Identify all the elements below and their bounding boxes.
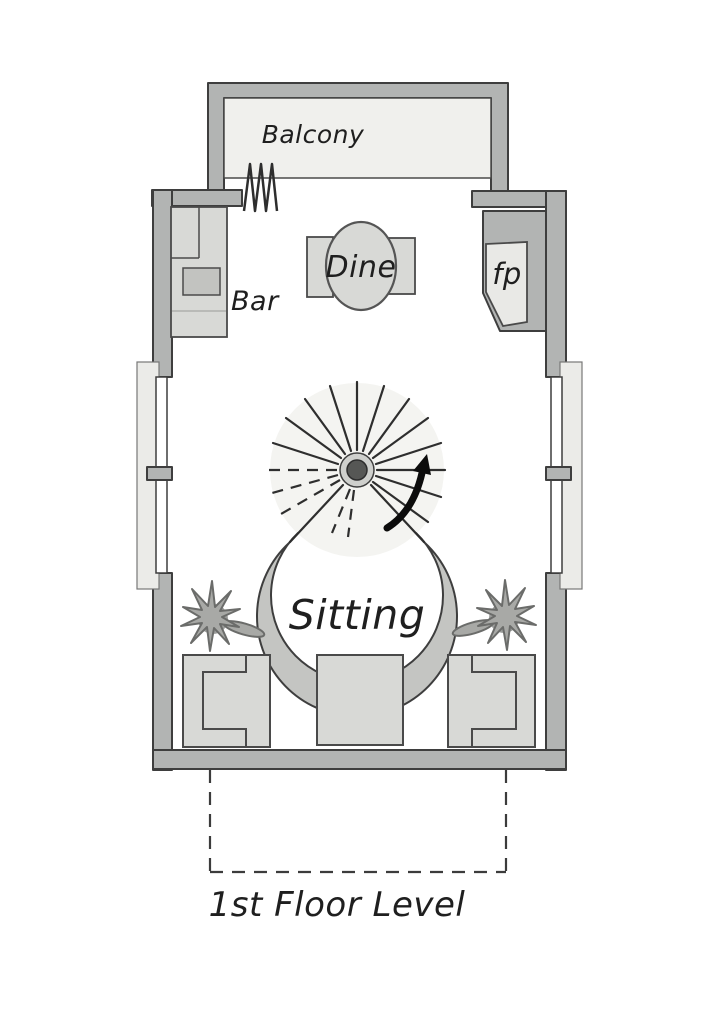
stair-center-post xyxy=(346,459,368,481)
fireplace: fp xyxy=(482,210,547,332)
armchair-left xyxy=(182,654,271,748)
balcony-floor xyxy=(223,97,492,179)
stair-arrow-head xyxy=(413,454,431,475)
balcony-label: Balcony xyxy=(262,120,365,149)
bar-area: Bar xyxy=(170,206,280,338)
dine-label: Dine xyxy=(326,250,397,285)
bar-label: Bar xyxy=(231,286,280,317)
armchair-left-back xyxy=(202,656,247,746)
bar-sink xyxy=(182,267,221,296)
window-left xyxy=(136,361,173,590)
stair-arrow-shaft xyxy=(383,469,426,532)
stair-treads xyxy=(271,380,447,544)
sitting-area: Sitting xyxy=(180,579,537,748)
wall-left-upper xyxy=(152,189,173,378)
plant-left-icon xyxy=(180,580,267,652)
wall-left-lower xyxy=(152,572,173,771)
window-left-mullion xyxy=(146,466,173,481)
window-right-mullion xyxy=(545,466,572,481)
stair-treads-hidden xyxy=(269,468,356,538)
sitting-label: Sitting xyxy=(289,591,425,639)
balcony: Balcony xyxy=(207,82,509,208)
plant-right-icon xyxy=(450,579,537,651)
armchair-right-back xyxy=(471,656,517,746)
stair-direction-arrow-icon xyxy=(383,454,431,532)
first-floor-projection: 1st Floor Level xyxy=(208,770,508,925)
coffee-table xyxy=(316,654,404,746)
armchair-right xyxy=(447,654,536,748)
dining-set: Dine xyxy=(306,220,416,312)
bar-counter-inner-lines xyxy=(171,207,200,259)
floor-outline-dashed xyxy=(208,770,508,874)
fireplace-hearth xyxy=(485,241,528,327)
dining-table xyxy=(324,220,398,312)
folding-door-icon xyxy=(242,162,279,213)
fireplace-label: fp xyxy=(492,257,522,291)
window-right xyxy=(545,361,583,590)
spiral-staircase xyxy=(256,380,458,718)
stair-ring xyxy=(256,532,458,718)
wall-right-lower xyxy=(545,572,567,771)
wall-right-upper xyxy=(545,190,567,378)
floor-level-label: 1st Floor Level xyxy=(209,885,466,925)
wall-bottom xyxy=(152,749,567,770)
